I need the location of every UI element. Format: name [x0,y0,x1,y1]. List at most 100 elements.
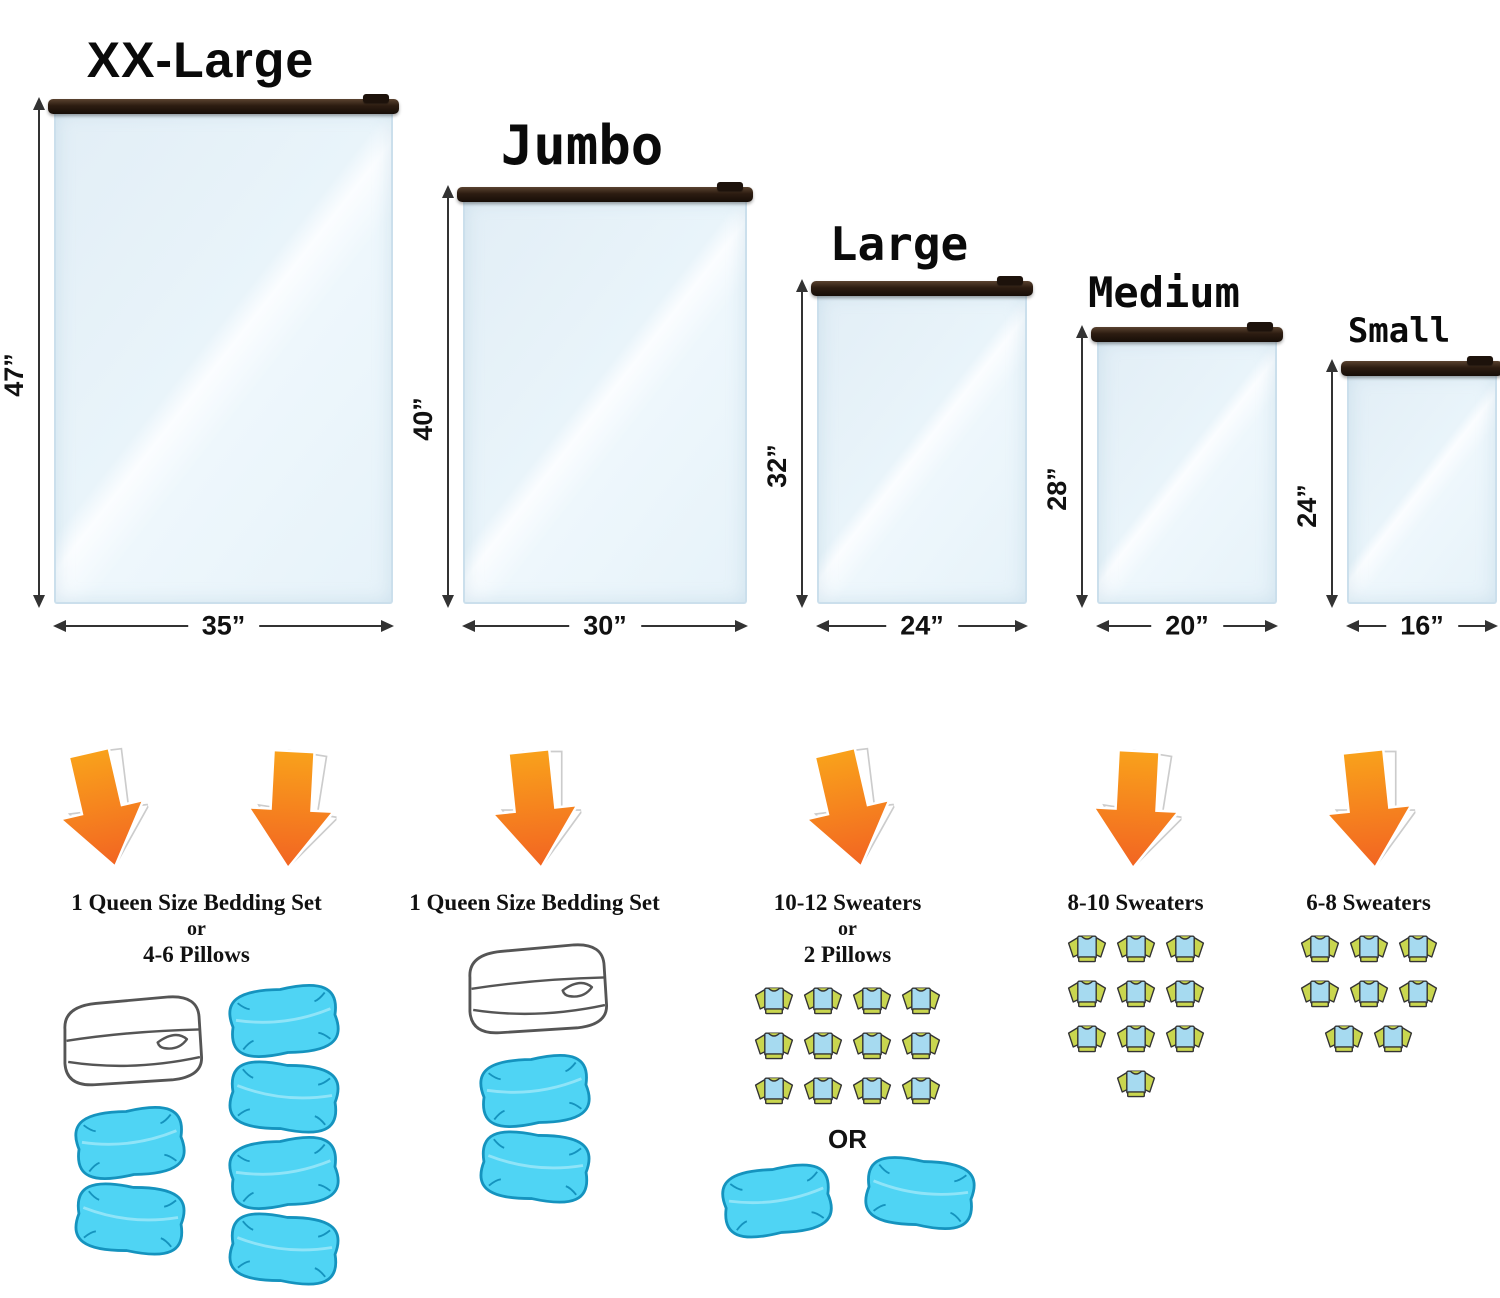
vacuum-bag [48,94,399,604]
width-label: 16” [1386,610,1458,642]
zipper-slider-icon [717,182,743,191]
sweater-icon [1395,974,1441,1017]
pillow-row [471,1125,599,1209]
vacuum-bag [1091,322,1283,604]
pillow-icon [466,1119,602,1216]
sweater-row [1266,1019,1471,1062]
sweater-icon [1297,974,1343,1017]
bag-column-medium: Medium 28” 20” [1042,268,1283,650]
zipper-slider-icon [1247,322,1273,331]
capacity-text: 1 Queen Size Bedding Set [409,889,659,917]
capacity-column-jumbo: 1 Queen Size Bedding Set [397,745,672,1209]
pillow-stack [471,1049,599,1209]
capacity-line: or [838,918,857,941]
capacity-text: 6-8 Sweaters [1306,889,1431,917]
sweater-icon [898,981,944,1024]
capacity-line: or [187,918,206,941]
bag-size-title: XX-Large [86,32,315,88]
width-label: 35” [187,610,260,642]
pillow-pair [690,1159,1005,1243]
sweater-icon [800,981,846,1024]
capacity-text: 8-10 Sweaters [1067,889,1203,917]
sweater-row [1266,974,1471,1017]
bag-size-title: Large [829,217,969,271]
sweater-row [1266,929,1471,972]
comforter-icon [451,927,619,1049]
width-dimension: 20” [1096,604,1278,650]
bag-body [1347,374,1497,604]
height-arrow [1326,359,1338,608]
capacity-line: 8-10 Sweaters [1067,890,1204,915]
width-label: 20” [1151,610,1223,642]
pillow-stack [220,979,348,1291]
height-dimension: 28” [1042,325,1097,650]
vacuum-bag [811,276,1033,604]
capacity-line: 2 Pillows [803,942,892,968]
sweater-row [1023,1064,1248,1107]
capacity-column-small: 6-8 Sweaters [1266,745,1471,1062]
bag-body [817,294,1027,604]
height-label: 32” [762,443,792,488]
sweater-row [1023,974,1248,1017]
vacuum-bag [457,182,753,604]
bag-body [463,200,747,604]
sweater-grid [1266,929,1471,1062]
vacuum-bag [1341,356,1500,604]
zipper-seal [1091,322,1283,342]
sweater-icon [1162,974,1208,1017]
sweater-icon [898,1071,944,1114]
height-label: 24” [1292,483,1322,528]
capacity-line: 1 Queen Size Bedding Set [409,890,660,915]
size-chart: XX-Large 47” 35” Jumbo 40” [0,10,1500,650]
capacity-line: 6-8 Sweaters [1306,890,1431,915]
sweater-row [690,1026,1005,1069]
sweater-icon [751,1071,797,1114]
width-dimension: 16” [1346,604,1498,650]
sweater-icon [800,1026,846,1069]
height-arrow [1076,325,1088,608]
pillow-row [690,1159,1005,1243]
capacity-line: 10-12 Sweaters [773,890,922,915]
bag-column-small: Small 24” 16” [1292,311,1500,650]
height-dimension: 32” [762,279,817,650]
pillow-stack [66,1101,194,1261]
sweater-icon [1064,929,1110,972]
down-arrow-icon [242,743,341,878]
comforter-icon [46,979,214,1101]
sweater-icon [1346,974,1392,1017]
sweater-icon [1113,929,1159,972]
zipper-slider-icon [363,94,389,103]
down-arrow-icon [482,741,587,880]
sweater-icon [1346,929,1392,972]
pillow-icon [215,1201,351,1298]
width-dimension: 35” [53,604,394,650]
width-label: 30” [569,610,641,642]
capacity-text: 10-12 Sweaters or 2 Pillows [774,889,922,969]
bag-column-xx-large: XX-Large 47” 35” [0,31,399,650]
zipper-seal [457,182,753,202]
height-dimension: 47” [0,97,54,650]
sweater-icon [1297,929,1343,972]
pillow-icon [61,1171,197,1268]
bag-body [1097,340,1277,604]
sweater-icon [1113,974,1159,1017]
height-dimension: 40” [408,185,463,650]
bag-column-jumbo: Jumbo 40” 30” [408,114,753,650]
capacity-column-medium: 8-10 Sweaters [1023,745,1248,1107]
sweater-icon [1162,929,1208,972]
sweater-icon [1113,1019,1159,1062]
height-label: 47” [0,352,29,397]
sweater-row [1023,929,1248,972]
height-dimension: 24” [1292,359,1347,650]
height-label: 40” [408,396,438,441]
sweater-icon [1370,1019,1416,1062]
capacity-guide: 1 Queen Size Bedding Set or 4-6 Pillows … [14,745,1486,1270]
sweater-icon [849,1026,895,1069]
bag-size-title: Medium [1088,268,1240,317]
capacity-column-xx-large: 1 Queen Size Bedding Set or 4-6 Pillows [14,745,379,1291]
down-arrow-icon [788,736,907,883]
height-arrow [796,279,808,608]
zipper-seal [811,276,1033,296]
pillow-row [66,1177,194,1261]
down-arrow-icon [1316,741,1421,880]
